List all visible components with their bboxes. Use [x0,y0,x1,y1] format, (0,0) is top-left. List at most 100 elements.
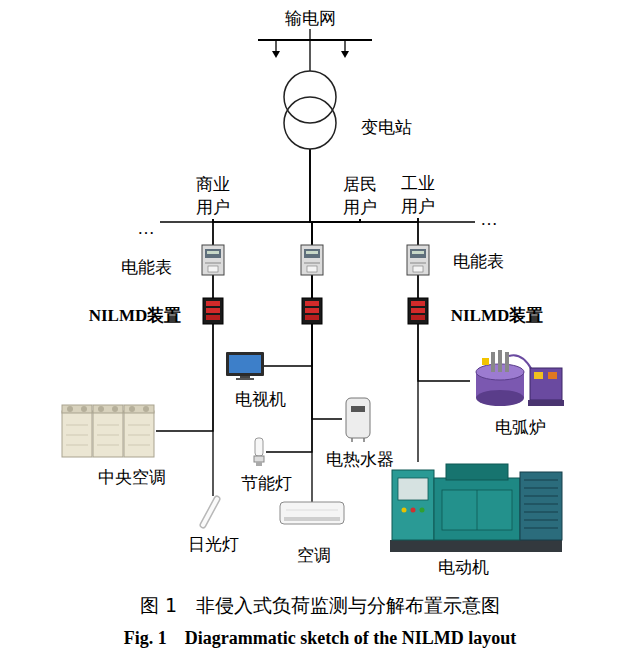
user-group-label: 居民 用户 [341,173,378,219]
motor-picture [477,490,478,530]
energy-meter [307,266,317,272]
busbar-symbol [341,51,349,58]
busbar-symbol [258,39,372,41]
central-ac-picture [66,425,88,426]
node-label: 电动机 [438,558,489,578]
wire-connector [309,29,310,71]
energy-saving-lamp-picture [256,462,262,466]
node-label: 中央空调 [98,468,166,488]
motor-picture [402,508,407,513]
motor-picture [434,478,520,540]
grid-label: 输电网 [285,9,336,29]
central-ac-picture [124,411,154,457]
device-node: 电弧炉 [470,350,566,412]
caption-english: Fig. 1 Diagrammatic sketch of the NILMD … [124,628,516,648]
energy-meter [413,266,423,272]
nilmd-device [206,301,220,306]
central-ac-picture [97,445,119,446]
air-conditioner-picture [284,517,340,521]
motor-picture [411,508,416,513]
tv-picture [236,378,254,380]
device-label: NILMD装置 [89,306,182,326]
device-label: NILMD装置 [451,306,544,326]
motor-picture [390,540,562,552]
central-ac-picture [128,425,150,426]
user-group-label: 商业 用户 [194,173,231,219]
ellipsis-mark: … [481,210,498,230]
arc-furnace-picture [482,358,489,365]
device-node: 电动机 [388,462,564,554]
water-heater-picture [351,438,353,442]
central-ac-picture [62,405,92,413]
tv-picture [229,355,261,373]
node-label: 工业 用户 [399,172,436,218]
motor-picture [392,470,434,540]
bus-line [160,221,475,223]
energy-saving-lamp-picture [254,456,264,462]
central-ac-picture [128,435,150,436]
energy-meter [306,251,318,254]
motor-picture [524,512,558,513]
energy-meter [304,249,320,258]
node-label: 电弧炉 [495,418,546,438]
energy-meter [412,251,424,254]
device-node: 电热水器 [342,396,374,442]
energy-meter [301,245,323,275]
arc-furnace-picture [498,350,502,372]
motor-picture [524,504,558,505]
motor-picture [524,520,558,521]
central-ac-picture [97,425,119,426]
energy-meter [407,245,429,275]
central-ac-picture [112,406,118,412]
device-node: 中央空调 [62,405,156,457]
arc-furnace-picture [528,400,564,406]
arc-furnace-picture [476,390,524,406]
motor-picture [524,480,558,481]
fluorescent-lamp-picture [203,499,217,525]
tv-picture [226,352,264,380]
user-group-label: 工业 用户 [399,172,436,218]
central-ac-picture [93,405,123,413]
central-ac-picture [97,435,119,436]
motor-picture [446,464,508,480]
nilmd-device [206,308,220,313]
meter-label: 电能表 [121,258,172,278]
energy-meter [202,245,224,275]
motor-picture [524,496,558,497]
energy-saving-lamp-picture [255,438,263,456]
nilmd-device [305,301,319,306]
central-ac-picture [66,445,88,446]
motor-picture [420,508,425,513]
node-label: 居民 用户 [341,173,378,219]
device-node: 电视机 [226,352,264,380]
device-node: 日光灯 [198,496,222,528]
central-ac-picture [129,406,135,412]
energy-meter [407,245,429,275]
figure-caption: 图 1 非侵入式负荷监测与分解布置示意图 [140,595,500,615]
central-ac-picture [67,406,73,412]
arc-furnace-picture [534,372,543,379]
nilmd-device [302,298,322,324]
water-heater-picture [351,406,365,412]
air-conditioner-picture [286,510,338,511]
node-label: 电热水器 [326,450,394,470]
energy-meter [304,263,320,264]
device-node: 节能灯 [252,438,266,466]
busbar-symbol [344,40,345,52]
busbar-symbol [272,51,280,58]
energy-meter [410,263,426,264]
energy-meter [410,249,426,258]
arc-furnace-picture [509,355,532,370]
energy-meter [301,245,323,275]
nilmd-device [408,298,428,324]
node-label: 空调 [297,546,331,566]
node-label: 节能灯 [241,474,292,494]
bus-line [160,222,475,223]
energy-meter [205,263,221,264]
energy-meter [207,251,219,254]
transformer-symbol [284,97,336,149]
node-label: 输电网 [285,9,336,29]
arc-furnace-picture [530,368,562,400]
energy-meter [202,245,224,275]
